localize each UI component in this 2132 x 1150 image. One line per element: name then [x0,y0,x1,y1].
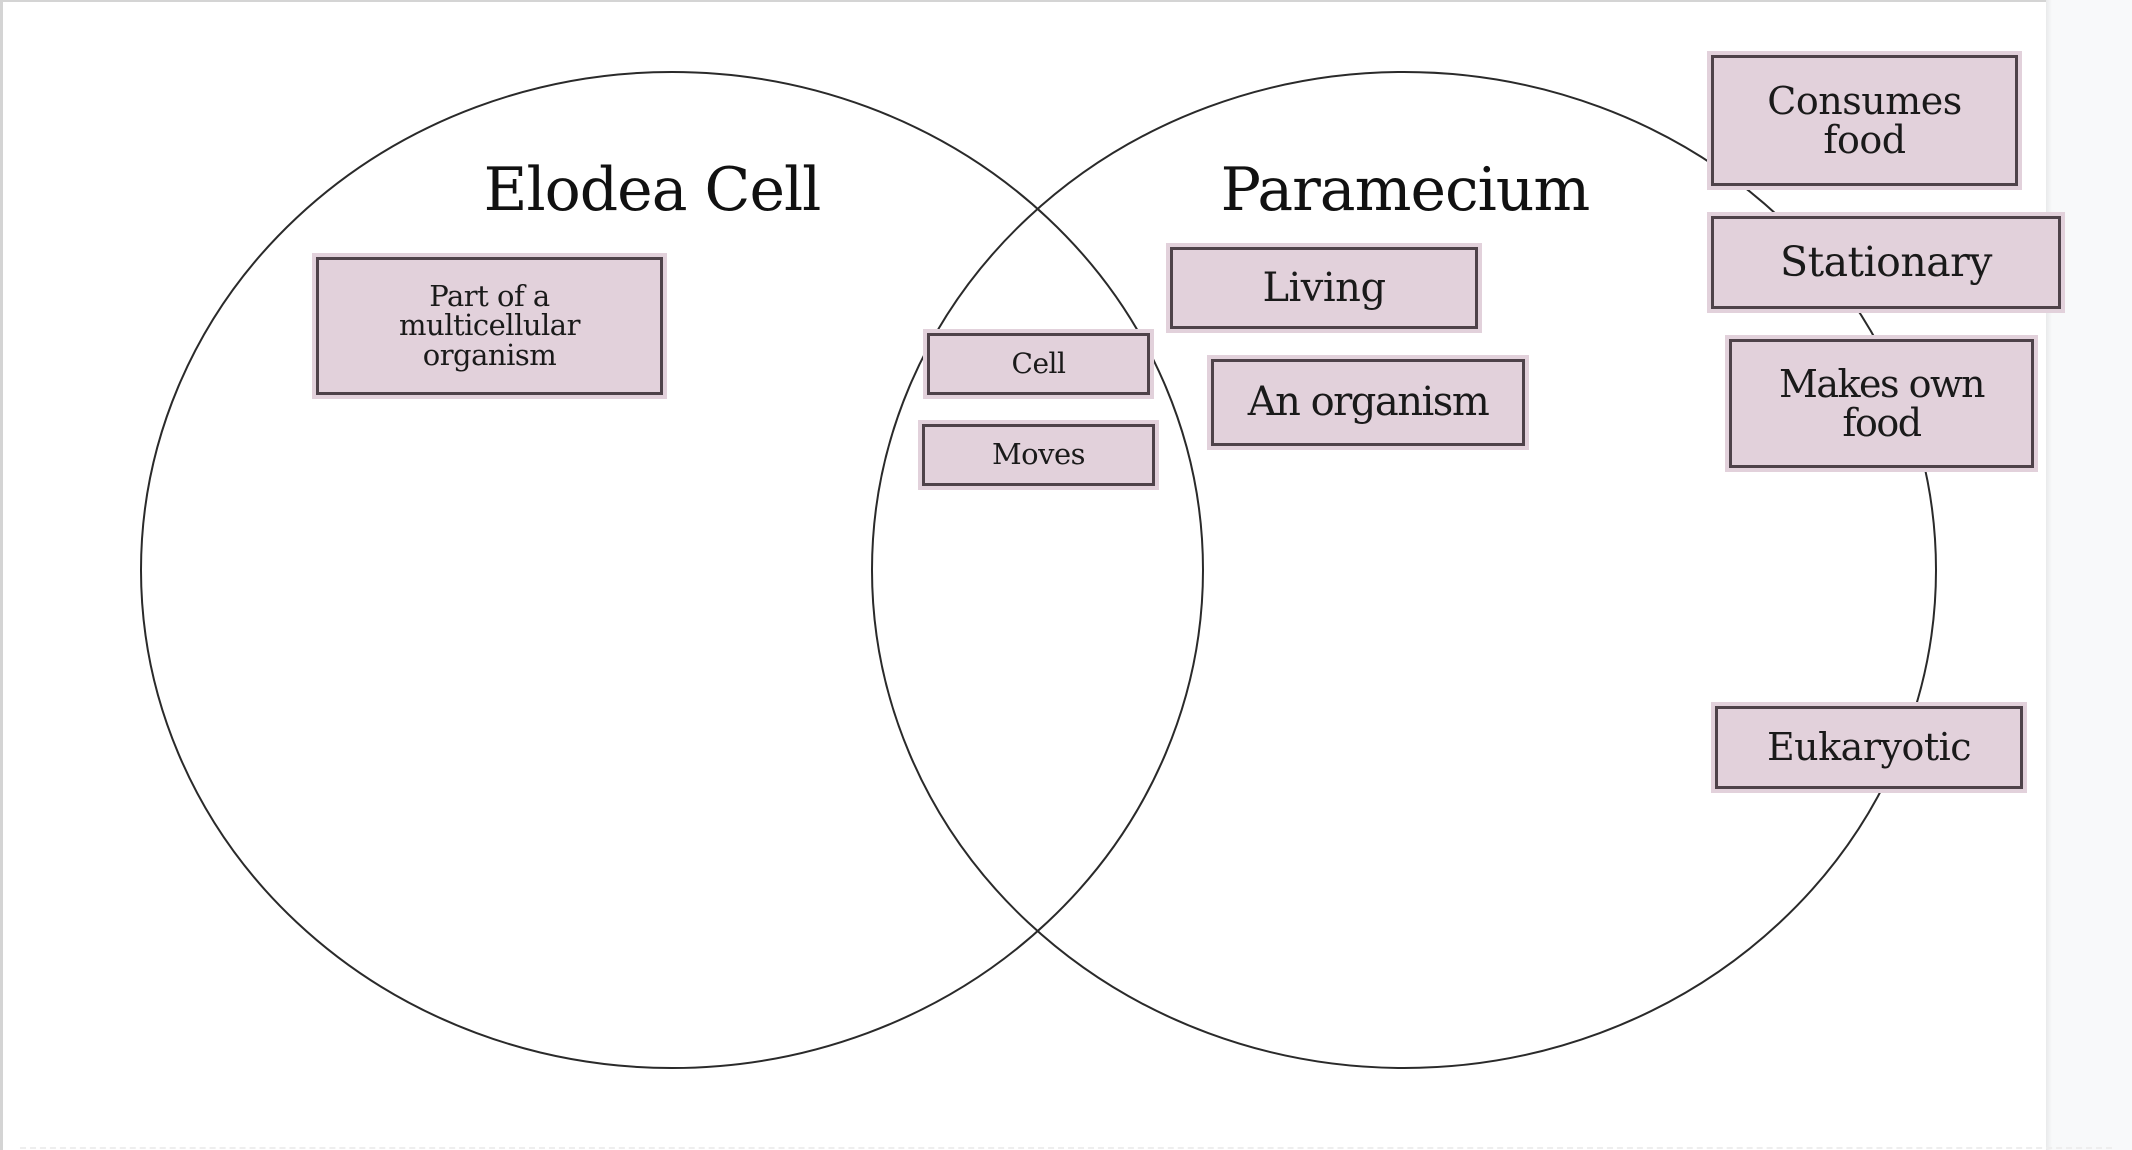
card-stationary[interactable]: Stationary [1707,212,2065,313]
card-part-of-multicellular-organism[interactable]: Part of a multicellular organism [312,253,667,399]
card-text: Living [1170,247,1478,329]
card-line: Consumes [1767,78,1962,123]
slide-bottom-guide [20,1147,2112,1149]
card-line: Makes own [1778,361,1986,406]
card-line: multicellular [399,308,580,343]
card-living[interactable]: Living [1166,243,1482,333]
card-an-organism[interactable]: An organism [1207,355,1529,450]
card-text: Eukaryotic [1715,706,2023,789]
card-eukaryotic[interactable]: Eukaryotic [1711,702,2027,793]
card-consumes-food[interactable]: Consumes food [1707,51,2022,190]
card-line: organism [422,337,557,372]
card-text: An organism [1211,359,1525,446]
card-line: Part of a [429,278,550,313]
card-text: Moves [922,424,1155,486]
card-text: Stationary [1711,216,2061,309]
paramecium-title[interactable]: Paramecium [1220,155,1591,225]
card-makes-own-food[interactable]: Makes own food [1725,335,2038,472]
card-moves[interactable]: Moves [918,420,1159,490]
side-panel-edge [2046,0,2052,1150]
card-text: Part of a multicellular organism [316,257,663,395]
venn-circle-paramecium[interactable] [871,71,1937,1069]
elodea-cell-title[interactable]: Elodea Cell [483,155,822,225]
card-cell[interactable]: Cell [923,329,1154,399]
card-line: food [1842,400,1922,445]
venn-circle-elodea[interactable] [140,71,1204,1069]
card-text: Cell [927,333,1150,395]
card-text: Makes own food [1729,339,2034,468]
card-line: food [1823,117,1906,162]
card-text: Consumes food [1711,55,2018,186]
